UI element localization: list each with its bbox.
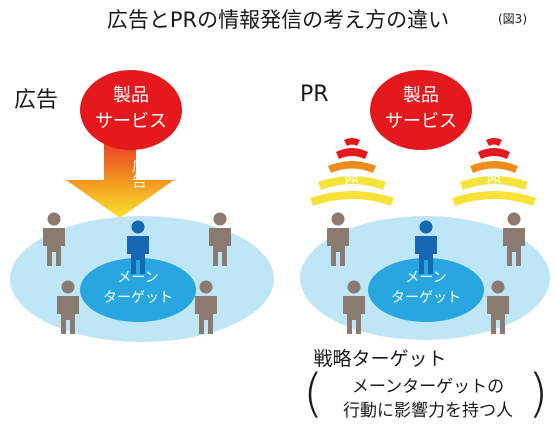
- left-parenthesis: (: [303, 364, 324, 424]
- main-target-label: メーン ターゲット: [78, 268, 198, 308]
- person-icon: [343, 280, 365, 334]
- pr-panel: 製品 サービス PR PR メーン ターゲット: [278, 0, 556, 430]
- target-line-1: メーン: [405, 270, 447, 286]
- note-line-2: 行動に影響力を持つ人: [343, 401, 513, 421]
- figure-reference: (図3): [498, 12, 527, 26]
- person-icon: [43, 212, 65, 266]
- note-line-1: メーンターゲットの: [351, 377, 505, 397]
- broadcast-wave-icon: [310, 138, 394, 206]
- main-target-ellipse: [368, 258, 484, 322]
- person-icon: [327, 212, 349, 266]
- target-line-1: メーン: [117, 270, 159, 286]
- arrow-label: 広告: [130, 158, 148, 188]
- bubble-line-1: 製品: [113, 85, 149, 106]
- broadcast-wave-icon: [452, 138, 536, 206]
- advertising-label: 広告: [14, 88, 59, 113]
- product-service-bubble: 製品 サービス: [370, 70, 472, 150]
- right-parenthesis: ): [528, 364, 549, 424]
- person-icon: [415, 220, 437, 274]
- person-icon: [57, 280, 79, 334]
- wave-label: PR: [344, 174, 360, 187]
- target-line-2: ターゲット: [391, 290, 461, 306]
- bubble-line-2: サービス: [385, 111, 457, 132]
- main-target-label: メーン ターゲット: [366, 268, 486, 308]
- advertising-panel: 広告 製品 サービス メーン ターゲット: [10, 70, 274, 342]
- down-arrow-icon: [66, 140, 174, 218]
- person-icon: [503, 212, 525, 266]
- bubble-line-2: サービス: [95, 111, 167, 132]
- wave-label: PR: [486, 174, 502, 187]
- product-service-bubble: 製品 サービス: [80, 70, 182, 150]
- main-target-ellipse: [80, 258, 196, 322]
- person-icon: [195, 280, 217, 334]
- person-icon: [487, 280, 509, 334]
- page-title: 広告とPRの情報発信の考え方の違い: [106, 8, 450, 32]
- bubble-line-1: 製品: [403, 85, 439, 106]
- person-icon: [209, 212, 231, 266]
- target-line-2: ターゲット: [103, 290, 173, 306]
- strategy-target-label: 戦略ターゲット: [313, 348, 447, 370]
- pr-label: PR: [300, 82, 329, 107]
- person-icon: [127, 220, 149, 274]
